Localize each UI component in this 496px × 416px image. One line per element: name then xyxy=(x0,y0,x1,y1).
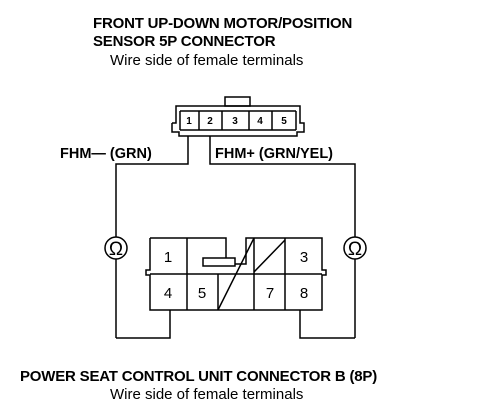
top-pin-5: 5 xyxy=(281,116,287,127)
wire-fhm-minus xyxy=(115,136,189,237)
top-pin-1: 1 xyxy=(186,116,192,127)
top-connector-subtitle: Wire side of female terminals xyxy=(110,52,304,69)
top-pin-2: 2 xyxy=(207,116,213,127)
top-connector-title-line1: FRONT UP-DOWN MOTOR/POSITION xyxy=(93,15,353,32)
top-connector-housing xyxy=(171,96,305,137)
ohmmeter-left xyxy=(104,236,128,260)
wire-fhm-plus xyxy=(209,136,356,237)
ohmmeter-right xyxy=(343,236,367,260)
wire-right-return xyxy=(299,310,355,339)
top-pin-4: 4 xyxy=(257,116,263,127)
ohm-symbol-right: Ω xyxy=(348,239,362,260)
wire-label-fhm-plus: FHM+ (GRN/YEL) xyxy=(215,146,333,162)
bottom-connector-title: POWER SEAT CONTROL UNIT CONNECTOR B (8P) xyxy=(20,368,378,385)
ohm-symbol-left: Ω xyxy=(109,239,123,260)
bottom-pin-1: 1 xyxy=(164,249,172,266)
top-pin-3: 3 xyxy=(232,116,238,127)
wire-label-fhm-minus: FHM— (GRN) xyxy=(60,146,152,162)
bottom-pin-5: 5 xyxy=(198,285,206,302)
bottom-connector-subtitle: Wire side of female terminals xyxy=(110,386,304,403)
bottom-pin-4: 4 xyxy=(164,285,172,302)
bottom-pin-7: 7 xyxy=(266,285,274,302)
top-connector-title-line2: SENSOR 5P CONNECTOR xyxy=(93,33,276,50)
bottom-connector-housing xyxy=(145,237,327,311)
wire-left-return xyxy=(116,310,171,339)
bottom-pin-3: 3 xyxy=(300,249,308,266)
bottom-pin-8: 8 xyxy=(300,285,308,302)
